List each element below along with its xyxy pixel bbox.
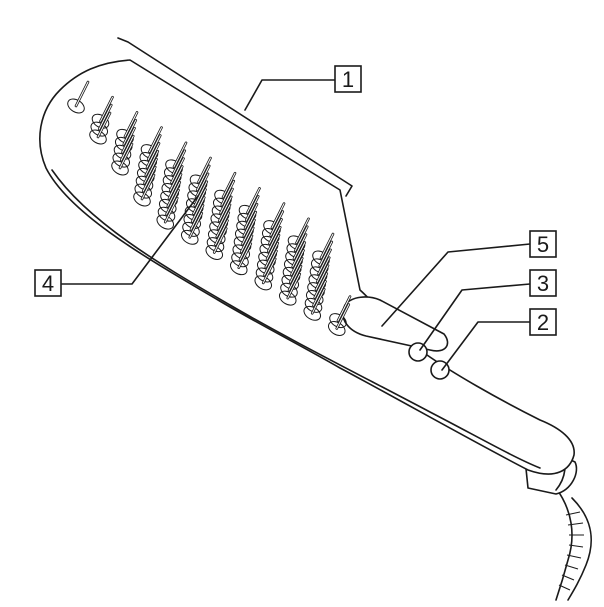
brush-body-outline — [39, 59, 575, 475]
callout-5-leader — [381, 243, 531, 327]
display-window — [342, 296, 449, 352]
brush-body — [39, 59, 578, 495]
bristle-pin-highlight — [291, 249, 304, 275]
bristle-pin-highlight — [319, 241, 333, 267]
bristle-pin-highlight — [75, 81, 89, 107]
bristle-pin-highlight — [294, 226, 308, 252]
bristle-pin-highlight — [189, 212, 203, 238]
bristle-pin-highlight — [287, 273, 301, 299]
bristle-pin-highlight — [122, 127, 135, 153]
power-cord — [555, 487, 593, 601]
bristle-pin-highlight — [97, 112, 111, 138]
bristle-pin-highlight — [168, 173, 182, 199]
bristle-pin-highlight — [100, 96, 113, 122]
bristle-pin-highlight — [149, 127, 162, 153]
callout-4-leader — [61, 195, 199, 285]
bristle-pin-highlight — [289, 257, 303, 283]
bristle-pin-highlight — [247, 187, 260, 213]
bristle-pin-highlight — [240, 227, 254, 253]
callout-1: 1 — [334, 65, 362, 93]
callout-1-bracket — [117, 37, 353, 197]
bristle-pin-highlight — [98, 104, 112, 130]
bristle-pin-highlight — [144, 158, 157, 184]
bristle-pin-highlight — [147, 135, 161, 160]
bristle-pin-highlight — [221, 180, 235, 206]
bristle-pin-highlight — [262, 258, 276, 284]
bristle-pin-highlight — [215, 220, 228, 246]
bristle-pin-highlight — [266, 234, 280, 260]
bristle-pin-highlight — [244, 203, 258, 229]
bristle-pin-highlight — [216, 212, 230, 238]
bristle-pin-highlight — [193, 189, 206, 215]
bristle-pin-highlight — [243, 211, 257, 237]
bristle-pin-highlight — [124, 111, 138, 137]
bristle-pin-highlight — [166, 189, 179, 215]
bristle-pin-highlight — [337, 296, 351, 322]
bristle-pin-highlight — [145, 150, 159, 176]
bristle-pin-highlight — [316, 257, 330, 283]
callout-1-label: 1 — [342, 67, 354, 92]
bristle-pin-highlight — [239, 235, 253, 261]
bristle-pin-highlight — [195, 173, 209, 199]
bristle-pin-highlight — [217, 204, 231, 230]
bristle-pin-highlight — [320, 233, 334, 259]
bristle-pin-highlight — [313, 280, 326, 306]
bristle-pin-highlight — [267, 226, 281, 252]
bristle-pin-highlight — [196, 165, 210, 191]
callout-3-label: 3 — [537, 271, 549, 296]
bristle-pin-highlight — [238, 243, 252, 269]
bristle-pin-highlight — [146, 142, 160, 168]
callout-1-leader — [244, 79, 336, 111]
bristle-pin-highlight — [222, 172, 236, 198]
bristle-pin-highlight — [172, 150, 186, 176]
bristle-field — [67, 80, 352, 336]
bristle-pin-highlight — [288, 265, 302, 291]
callout-3-leader — [419, 283, 531, 351]
bristle-pin-highlight — [218, 196, 232, 222]
callout-lines — [61, 37, 531, 371]
bristle-pin-highlight — [264, 250, 277, 276]
callout-2-leader — [441, 321, 531, 371]
bristle-pin-highlight — [119, 143, 133, 169]
bristle-pin-highlight — [142, 166, 156, 192]
bristle-pin-highlight — [336, 304, 350, 329]
bristle-pin-highlight — [141, 174, 155, 200]
bristle-pin-highlight — [120, 135, 134, 161]
bristle-pin-highlight — [265, 242, 279, 268]
bristle-pin-highlight — [296, 218, 309, 244]
callout-3: 3 — [529, 269, 557, 297]
callout-2-label: 2 — [537, 310, 549, 335]
callout-5-label: 5 — [537, 232, 549, 257]
bristle-pin-highlight — [213, 228, 227, 253]
bristle-pin-highlight — [190, 204, 204, 230]
bristle-pin-highlight — [123, 119, 137, 145]
bristle-pin-highlight — [167, 181, 181, 207]
button-upper-shape — [408, 342, 428, 362]
callout-5: 5 — [529, 230, 557, 258]
bristle-pin-highlight — [314, 273, 328, 298]
bristle-pin-highlight — [270, 211, 284, 236]
callout-4-label: 4 — [42, 271, 54, 296]
bristle-pin-highlight — [164, 197, 178, 223]
bristle-pin-highlight — [318, 249, 331, 275]
bristle-pin-highlight — [269, 218, 282, 244]
bristle-pin-highlight — [271, 203, 285, 229]
bristle-pin-highlight — [315, 265, 329, 291]
bristle-pin-highlight — [198, 157, 211, 183]
bristle-pin-highlight — [293, 234, 307, 260]
bristle-pin-highlight — [194, 181, 208, 207]
bristle-pin-highlight — [242, 219, 255, 245]
bristle-pin-highlight — [220, 188, 233, 214]
bristle-pin-highlight — [311, 288, 325, 314]
callout-2: 2 — [529, 308, 557, 336]
bristle-pin-highlight — [169, 166, 183, 191]
bristle-pin-highlight — [191, 197, 205, 222]
bristle-pin-highlight — [245, 195, 259, 221]
bristle-pin-highlight — [171, 158, 184, 184]
bristle-pin-highlight — [292, 242, 306, 267]
bristle-pin-highlight — [173, 142, 187, 168]
callout-4: 4 — [34, 269, 62, 297]
